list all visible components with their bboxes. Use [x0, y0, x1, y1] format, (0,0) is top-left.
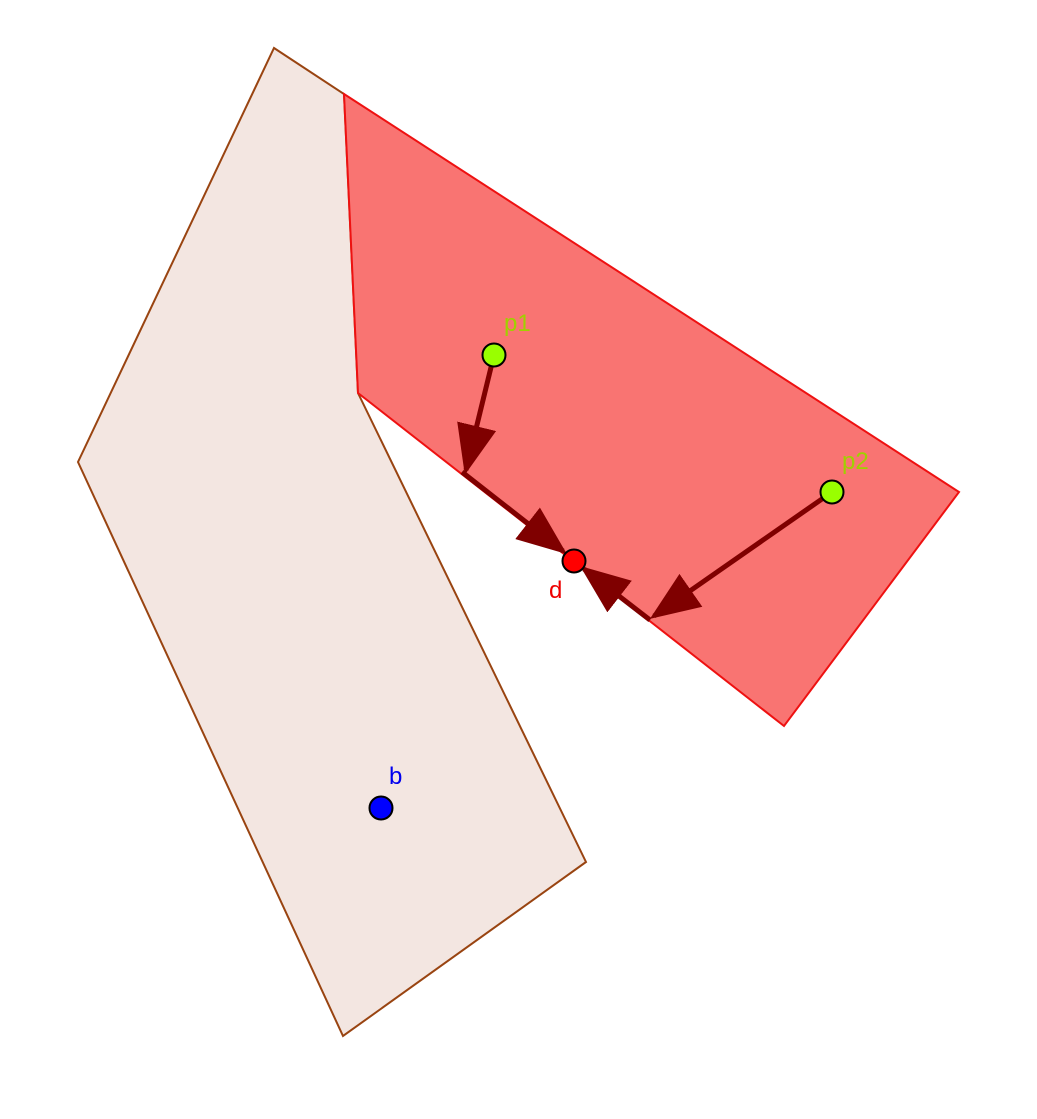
vector-p1-to-edge[interactable] — [457, 354, 497, 475]
vector-p2-to-edge[interactable] — [649, 489, 834, 619]
label-p1: p1 — [504, 310, 531, 337]
vector-edge-to-d-lower[interactable] — [580, 565, 652, 622]
vector-edge-to-d-upper[interactable] — [460, 470, 567, 555]
red-polygon[interactable] — [342, 92, 961, 728]
label-p2: p2 — [842, 448, 869, 475]
point-p1[interactable] — [481, 342, 507, 368]
point-b[interactable] — [368, 795, 394, 821]
point-p2[interactable] — [819, 479, 845, 505]
label-d: d — [549, 577, 562, 604]
label-b: b — [389, 763, 402, 790]
beige-polygon[interactable] — [76, 46, 588, 1038]
point-d[interactable] — [561, 548, 587, 574]
